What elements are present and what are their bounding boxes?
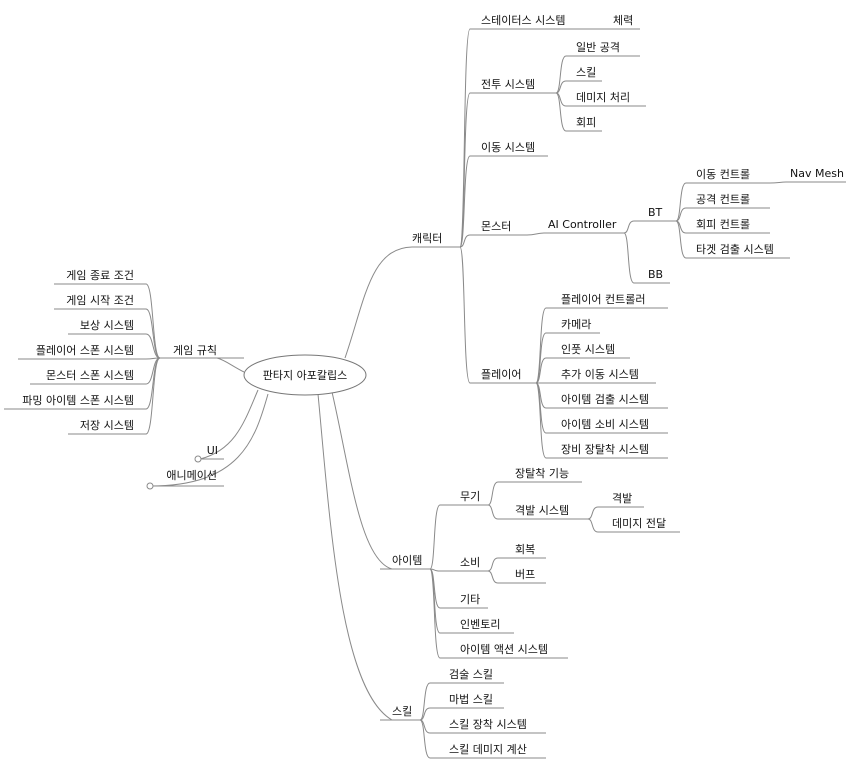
node-evade[interactable]: 회피 [576,116,596,129]
node-status-system[interactable]: 스테이터스 시스템 [481,14,565,27]
node-consumable[interactable]: 소비 [460,556,480,569]
edge-bt-children [675,207,687,222]
node-sword-skill[interactable]: 검술 스킬 [449,668,493,681]
node-recovery[interactable]: 회복 [515,543,535,556]
node-strike[interactable]: 격발 [612,492,632,505]
node-movement-system[interactable]: 이동 시스템 [481,141,535,154]
node-ai-controller[interactable]: AI Controller [548,218,617,231]
node-etc[interactable]: 기타 [460,593,480,606]
edge-root-rules [216,357,245,373]
edge-item-children [429,568,441,659]
node-inventory[interactable]: 인벤토리 [460,618,500,631]
node-game-start-condition[interactable]: 게임 시작 조건 [66,294,134,307]
edge-root-item [331,391,393,570]
node-ui[interactable]: UI [207,444,218,457]
edge-root-ui [199,389,259,460]
edge-bt-children [675,182,687,222]
edge-rules-child [145,333,161,359]
animation-collapse-handle[interactable] [146,482,154,490]
edge-skill-children [419,719,431,759]
edge-monster-ai [526,232,545,236]
node-bb[interactable]: BB [648,268,663,281]
edge-skill-children [419,707,431,721]
node-item-consume-system[interactable]: 아이템 소비 시스템 [561,418,649,431]
edge-rules-child [145,308,161,359]
node-weapon[interactable]: 무기 [460,490,480,503]
edge-ai-children [623,232,635,284]
edge-bt-children [675,220,687,259]
root-node[interactable]: 판타지 아포칼립스 [263,369,347,382]
node-character[interactable]: 캐릭터 [412,232,442,245]
edge-weapon-children [487,481,499,506]
edge-player-children [535,357,547,384]
node-bt[interactable]: BT [648,206,663,219]
node-item-action-system[interactable]: 아이템 액션 시스템 [460,643,548,656]
node-damage-transfer[interactable]: 데미지 전달 [612,517,666,530]
node-combat-system[interactable]: 전투 시스템 [481,78,535,91]
node-skill-equip-system[interactable]: 스킬 장착 시스템 [449,718,527,731]
edge-player-children [535,307,547,384]
edge-root-skill [317,393,393,721]
edge-consumable-children [487,557,499,572]
node-item-detection-system[interactable]: 아이템 검출 시스템 [561,393,649,406]
node-equip-system[interactable]: 장비 장탈착 시스템 [561,443,649,456]
edge-root-character [344,246,413,359]
node-extra-move-system[interactable]: 추가 이동 시스템 [561,368,639,381]
node-reward-system[interactable]: 보상 시스템 [80,319,134,332]
edge-character-children [459,234,471,248]
edge-player-children [535,332,547,384]
node-evade-control[interactable]: 회피 컨트롤 [696,218,750,231]
node-camera[interactable]: 카메라 [561,318,591,331]
node-damage-processing[interactable]: 데미지 처리 [576,91,630,104]
node-input-system[interactable]: 인풋 시스템 [561,343,615,356]
edge-weapon-children [487,504,499,520]
node-game-end-condition[interactable]: 게임 종료 조건 [66,269,134,282]
node-target-detection[interactable]: 타겟 검출 시스템 [696,243,774,256]
node-game-rules[interactable]: 게임 규칙 [173,344,217,357]
ui-collapse-handle[interactable] [194,455,202,463]
edge-move-navmesh [769,181,787,184]
node-player-spawn-system[interactable]: 플레이어 스폰 시스템 [36,344,134,357]
node-skill[interactable]: 스킬 [392,705,412,718]
node-attack-control[interactable]: 공격 컨트롤 [696,193,750,206]
node-monster[interactable]: 몬스터 [481,220,511,233]
root-node-shape [243,354,367,396]
edge-combat-children [555,92,567,132]
edge-combat-children [555,55,567,94]
node-skill-damage-calc[interactable]: 스킬 데미지 계산 [449,743,527,756]
node-combat-skill[interactable]: 스킬 [576,66,596,79]
edge-player-children [535,382,547,459]
edge-ai-children [623,220,635,234]
edge-combat-children [555,80,567,94]
node-monster-spawn-system[interactable]: 몬스터 스폰 시스템 [46,369,134,382]
node-normal-attack[interactable]: 일반 공격 [576,40,620,54]
node-item[interactable]: 아이템 [392,554,422,567]
edge-root-animation [149,393,269,487]
edge-strike-children [587,518,599,533]
node-strike-system[interactable]: 격발 시스템 [515,504,569,517]
node-buff[interactable]: 버프 [515,568,535,581]
node-animation[interactable]: 애니메이션 [166,469,217,482]
edge-character-children [459,155,471,248]
node-farming-item-spawn-system[interactable]: 파밍 아이템 스폰 시스템 [22,394,134,407]
edge-skill-children [419,682,431,721]
edge-character-children [459,246,471,384]
edge-strike-children [587,506,599,520]
edge-rules-child [145,357,161,435]
node-magic-skill[interactable]: 마법 스킬 [449,693,493,706]
node-move-control[interactable]: 이동 컨트롤 [696,168,750,181]
node-player[interactable]: 플레이어 [481,368,521,381]
edge-consumable-children [487,570,499,584]
node-nav-mesh[interactable]: Nav Mesh [790,167,844,180]
node-equip-function[interactable]: 장탈착 기능 [515,467,569,480]
node-hp[interactable]: 체력 [613,14,633,27]
edge-item-children [429,504,441,570]
node-save-system[interactable]: 저장 시스템 [80,419,134,432]
node-player-controller[interactable]: 플레이어 컨트롤러 [561,293,645,306]
